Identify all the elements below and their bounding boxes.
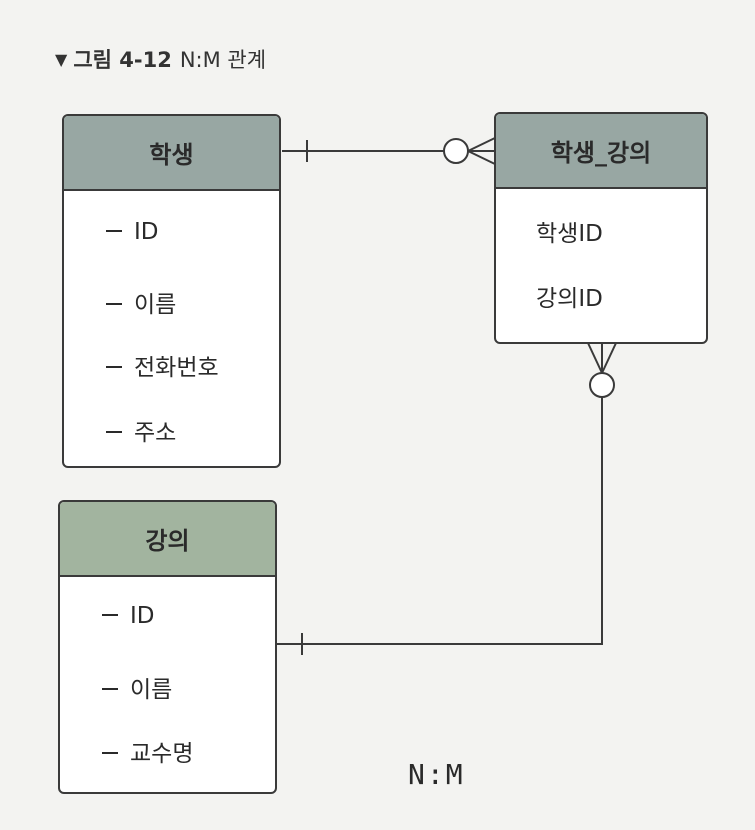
figure-caption: ▼ 그림 4-12 N:M 관계 — [55, 44, 266, 74]
bullet-dash — [102, 688, 118, 690]
attribute-item: 이름 — [106, 285, 176, 319]
many-marker-bottom — [467, 150, 498, 166]
entity-student-header: 학생 — [64, 116, 279, 191]
figure-number: 그림 4-12 — [73, 48, 172, 72]
attribute-item: ID — [106, 219, 159, 245]
bullet-dash — [106, 366, 122, 368]
attribute-item: 교수명 — [102, 734, 193, 768]
attribute-item: 학생ID — [536, 221, 603, 247]
entity-student-course-name: 학생_강의 — [550, 139, 652, 167]
bullet-dash — [102, 752, 118, 754]
entity-student-course-header: 학생_강의 — [496, 114, 706, 189]
relationship-label: N:M — [408, 758, 465, 791]
attribute-item: 주소 — [106, 413, 176, 447]
entity-course-name: 강의 — [145, 527, 190, 555]
bullet-dash — [106, 303, 122, 305]
entity-student: 학생 ID 이름 전화번호 주소 — [62, 114, 281, 468]
bullet-dash — [106, 431, 122, 433]
attribute-item: 전화번호 — [106, 348, 219, 382]
entity-course: 강의 ID 이름 교수명 — [58, 500, 277, 794]
entity-course-header: 강의 — [60, 502, 275, 577]
attribute-item: 이름 — [102, 670, 172, 704]
attribute-item: 강의ID — [536, 286, 603, 312]
connector-course-line — [277, 397, 603, 645]
many-marker-top — [467, 136, 498, 152]
figure-title: N:M 관계 — [179, 48, 267, 72]
attribute-item: ID — [102, 603, 155, 629]
zero-marker-student-course — [443, 138, 469, 164]
many-marker-right — [601, 342, 617, 374]
bullet-dash — [102, 614, 118, 616]
entity-student-name: 학생 — [149, 141, 194, 169]
zero-marker-course — [589, 372, 615, 398]
entity-student-course: 학생_강의 학생ID 강의ID — [494, 112, 708, 344]
bullet-dash — [106, 230, 122, 232]
many-marker-left — [587, 342, 603, 374]
caption-marker: ▼ — [55, 50, 68, 69]
